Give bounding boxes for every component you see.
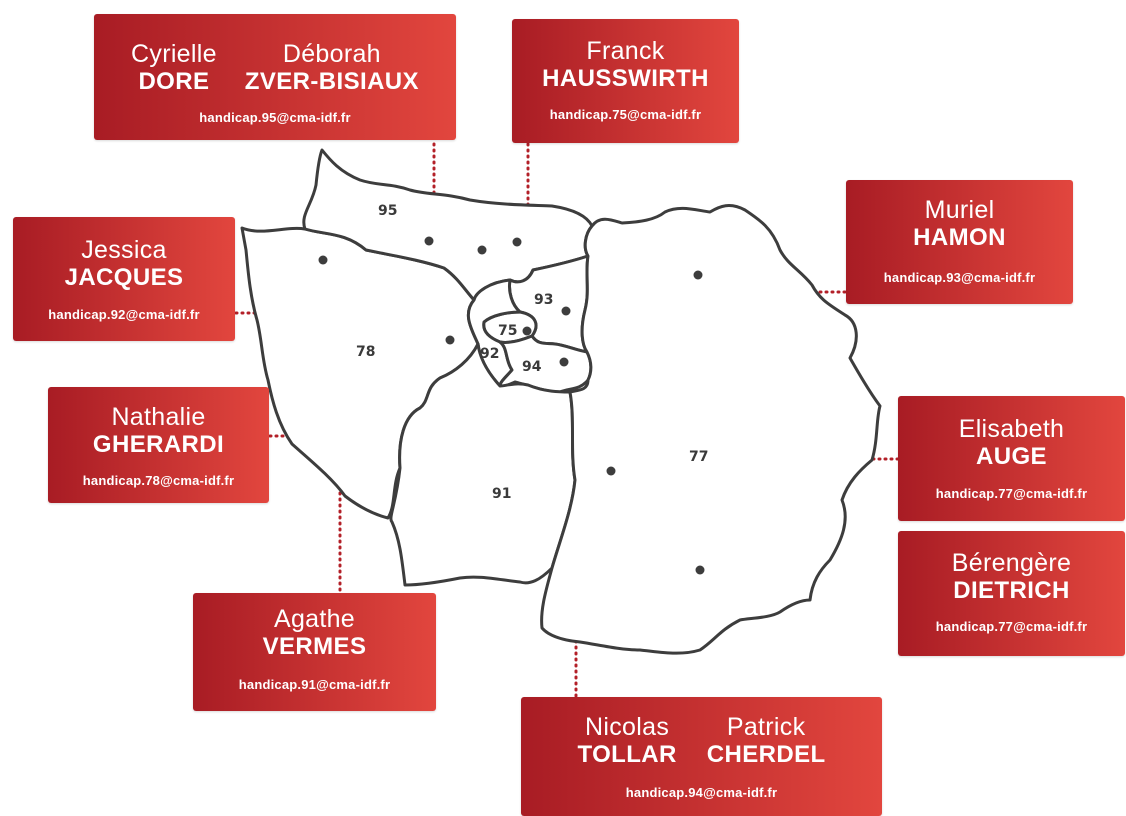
department-label-95: 95 [378,203,397,219]
last-name: DIETRICH [953,577,1070,604]
contact-card-93: Muriel HAMON handicap.93@cma-idf.fr [846,180,1073,304]
last-name: CHERDEL [706,741,826,768]
email-link[interactable]: handicap.95@cma-idf.fr [199,110,351,125]
department-label-77: 77 [689,449,708,465]
first-name: Elisabeth [958,415,1065,443]
contact-card-78: Nathalie GHERARDI handicap.78@cma-idf.fr [48,387,269,503]
department-outline-77 [540,204,882,655]
first-name: Bérengère [951,549,1072,577]
marker-dot [559,357,569,367]
marker-dot [693,270,703,280]
department-label-75: 75 [498,323,517,339]
first-name: Franck [586,37,665,65]
department-labels: 95 93 75 92 78 94 77 91 [356,203,708,502]
contact-person: Franck HAUSSWIRTH [542,37,709,93]
contact-card-77-auge: Elisabeth AUGE handicap.77@cma-idf.fr [898,396,1125,521]
last-name: TOLLAR [577,741,677,768]
contact-card-91: Agathe VERMES handicap.91@cma-idf.fr [193,593,436,711]
last-name: HAUSSWIRTH [542,65,709,92]
marker-dot [424,236,434,246]
marker-dot [561,306,571,316]
email-link[interactable]: handicap.75@cma-idf.fr [549,107,702,122]
contact-person: Elisabeth AUGE [958,415,1065,471]
last-name: JACQUES [64,264,184,291]
last-name: AUGE [976,443,1047,470]
email-link[interactable]: handicap.94@cma-idf.fr [625,785,778,800]
marker-dot [512,237,522,247]
contact-card-95: Cyrielle DORE Déborah ZVER-BISIAUX handi… [94,14,456,140]
first-name: Agathe [273,605,356,633]
last-name: ZVER-BISIAUX [244,68,419,95]
contact-person: Cyrielle DORE [131,40,217,96]
contact-person: Agathe VERMES [262,605,367,661]
marker-dot [522,326,532,336]
department-label-91: 91 [492,486,511,502]
contact-card-75: Franck HAUSSWIRTH handicap.75@cma-idf.fr [512,19,739,143]
first-name: Cyrielle [131,40,217,68]
marker-dot [695,565,705,575]
first-name: Nicolas [585,713,670,741]
department-outlines [240,148,882,655]
email-link[interactable]: handicap.77@cma-idf.fr [935,486,1088,501]
marker-dot [318,255,328,265]
first-name: Patrick [726,713,806,741]
last-name: VERMES [262,633,367,660]
contact-card-94: Nicolas TOLLAR Patrick CHERDEL handicap.… [521,697,882,816]
email-link[interactable]: handicap.78@cma-idf.fr [82,473,235,488]
contact-person: Nathalie GHERARDI [92,403,225,459]
marker-dot [606,466,616,476]
contact-card-92: Jessica JACQUES handicap.92@cma-idf.fr [13,217,235,341]
contact-card-77-dietrich: Bérengère DIETRICH handicap.77@cma-idf.f… [898,531,1125,656]
first-name: Jessica [81,236,167,264]
first-name: Nathalie [111,403,206,431]
contact-person: Déborah ZVER-BISIAUX [244,40,419,96]
email-link[interactable]: handicap.92@cma-idf.fr [48,307,200,322]
department-label-94: 94 [522,359,542,375]
contact-person: Bérengère DIETRICH [951,549,1072,605]
contact-person: Muriel HAMON [913,196,1006,252]
email-link[interactable]: handicap.93@cma-idf.fr [883,270,1036,285]
first-name: Muriel [924,196,995,224]
email-link[interactable]: handicap.77@cma-idf.fr [935,619,1088,634]
email-link[interactable]: handicap.91@cma-idf.fr [238,677,391,692]
location-markers [318,236,705,575]
department-label-92: 92 [480,346,499,362]
first-name: Déborah [282,40,381,68]
last-name: GHERARDI [92,431,225,458]
marker-dot [445,335,455,345]
department-label-93: 93 [534,292,553,308]
contact-person: Nicolas TOLLAR [577,713,677,769]
contact-person: Jessica JACQUES [64,236,184,292]
marker-dot [477,245,487,255]
department-outline-94 [498,334,593,394]
last-name: DORE [138,68,210,95]
department-label-78: 78 [356,344,375,360]
contact-person: Patrick CHERDEL [706,713,826,769]
last-name: HAMON [913,224,1006,251]
